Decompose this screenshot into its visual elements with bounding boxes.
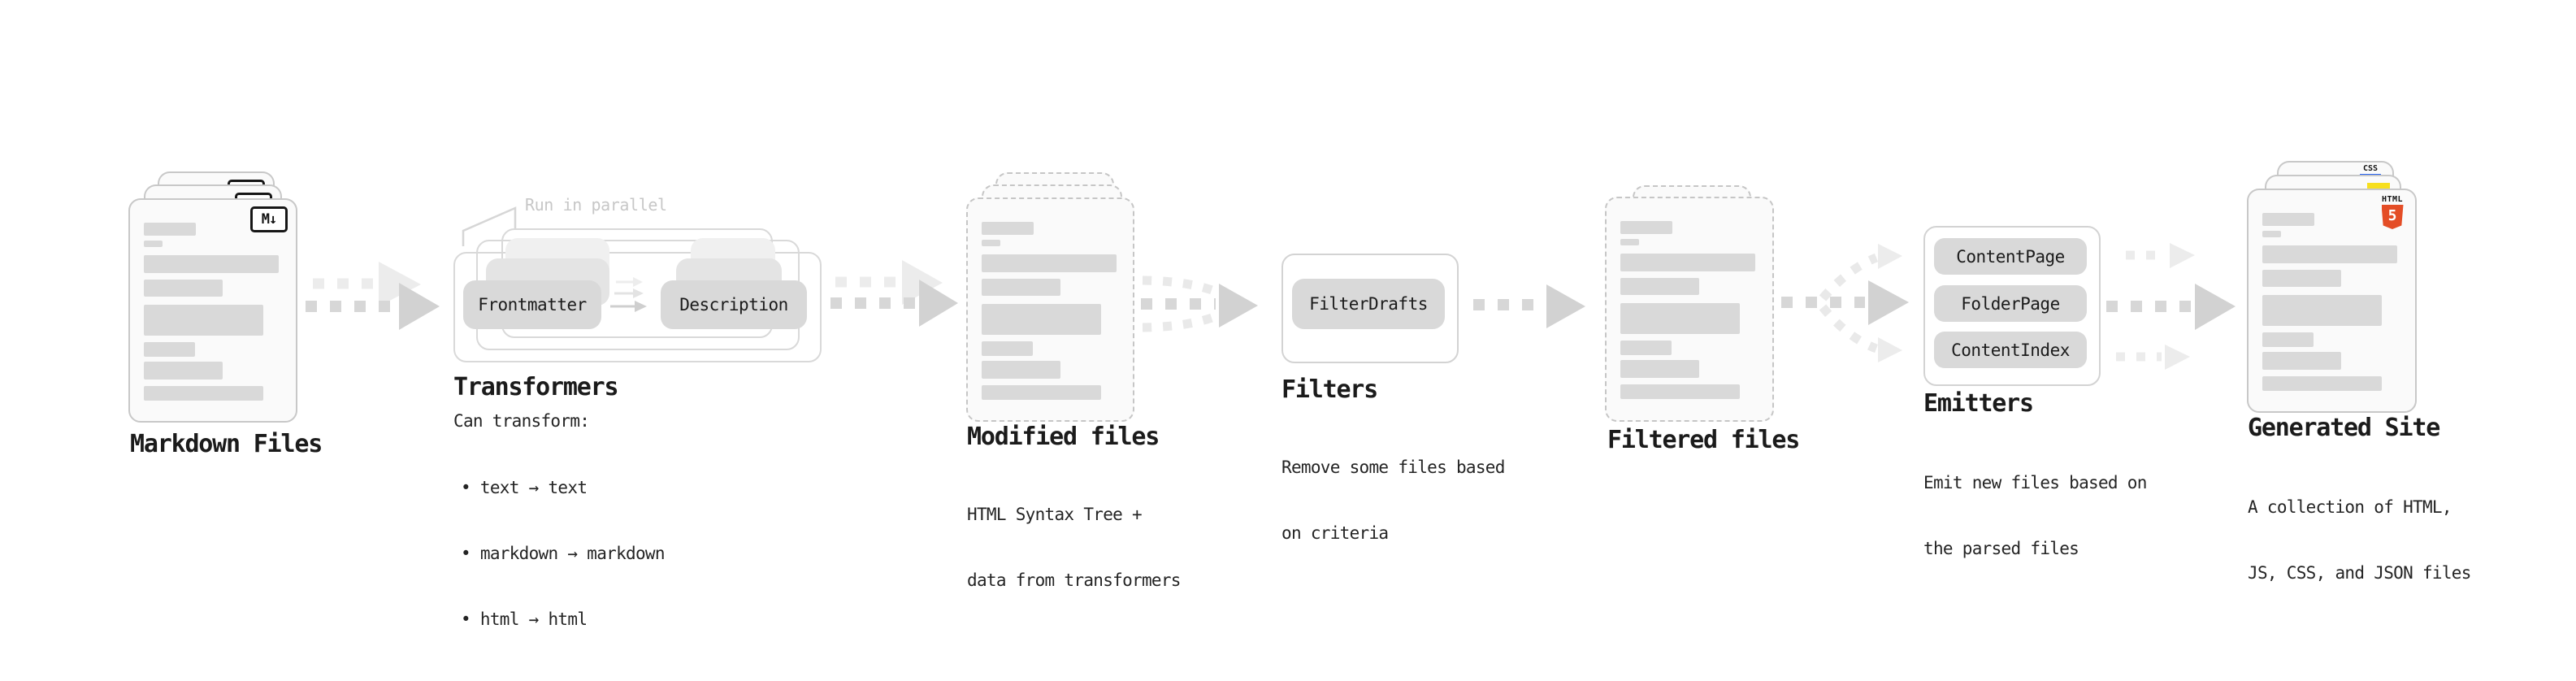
filterdrafts-pill: FilterDrafts: [1292, 279, 1445, 329]
placeholder-bar: [144, 255, 279, 273]
folderpage-pill: FolderPage: [1934, 285, 2087, 322]
transformer-layer-box-front: [453, 252, 822, 362]
stage-title-generated-site: Generated Site: [2248, 414, 2440, 442]
placeholder-bar: [2262, 270, 2341, 287]
bullet-item: • markdown → markdown: [461, 544, 666, 563]
arrow-filters-to-filtered: [1473, 284, 1585, 328]
placeholder-bar: [1620, 221, 1672, 234]
html5-icon: HTML 5: [2378, 195, 2407, 229]
placeholder-text-bars: [144, 223, 279, 401]
transformers-bullet-list: • text → text • markdown → markdown • ht…: [461, 433, 666, 653]
placeholder-bar: [2262, 352, 2341, 370]
placeholder-bar: [1620, 360, 1699, 378]
arrow-markdown-to-transformers: [306, 262, 440, 330]
description-line: data from transformers: [967, 570, 1181, 590]
placeholder-bar: [982, 254, 1117, 272]
description-line: A collection of HTML,: [2248, 497, 2452, 517]
placeholder-text-bars: [1620, 221, 1755, 399]
filtered-file-card-front: [1605, 197, 1774, 422]
placeholder-bar: [144, 386, 263, 401]
stage-title-transformers: Transformers: [453, 373, 619, 401]
generated-site-description: A collection of HTML, JS, CSS, and JSON …: [2248, 453, 2471, 606]
arrow-transformers-to-modified: [830, 260, 958, 327]
placeholder-bar: [144, 305, 263, 336]
placeholder-bar: [2262, 213, 2314, 226]
arrow-modified-to-filters: [1141, 275, 1258, 332]
description-line: HTML Syntax Tree +: [967, 505, 1143, 524]
bullet-item: • html → html: [461, 609, 588, 629]
stage-title-modified-files: Modified files: [967, 423, 1160, 451]
run-in-parallel-note: Run in parallel: [525, 195, 667, 215]
modified-files-description: HTML Syntax Tree + data from transformer…: [967, 460, 1181, 614]
description-line: Remove some files based: [1281, 458, 1505, 477]
description-line: Emit new files based on: [1923, 473, 2147, 492]
emitters-description: Emit new files based on the parsed files: [1923, 428, 2147, 582]
placeholder-bar: [982, 240, 1000, 246]
placeholder-bar: [144, 280, 223, 297]
contentpage-pill: ContentPage: [1934, 238, 2087, 275]
markdown-file-card-front: M↓: [128, 198, 297, 423]
placeholder-bar: [982, 279, 1060, 296]
placeholder-bar: [1620, 278, 1699, 295]
contentindex-pill: ContentIndex: [1934, 332, 2087, 368]
arrow-filtered-to-emitters: [1781, 244, 1909, 362]
transformer-internal-arrows: [610, 277, 647, 312]
placeholder-bar: [144, 223, 196, 236]
placeholder-bar: [144, 241, 163, 247]
placeholder-bar: [1620, 239, 1639, 245]
description-line: on criteria: [1281, 523, 1389, 543]
placeholder-text-bars: [2262, 213, 2397, 391]
bullet-item: • text → text: [461, 478, 588, 497]
filters-description: Remove some files based on criteria: [1281, 413, 1505, 566]
placeholder-bar: [982, 385, 1101, 400]
transformers-description: Can transform:: [453, 411, 590, 431]
placeholder-bar: [1620, 384, 1740, 399]
generated-site-card-front: HTML 5: [2247, 189, 2417, 413]
placeholder-bar: [2262, 376, 2382, 391]
placeholder-bar: [2262, 332, 2314, 347]
stage-title-filtered-files: Filtered files: [1607, 426, 1800, 454]
placeholder-bar: [982, 222, 1034, 235]
html5-icon-shield: 5: [2381, 205, 2404, 229]
placeholder-bar: [2262, 245, 2397, 263]
placeholder-bar: [1620, 340, 1672, 355]
stage-title-filters: Filters: [1281, 375, 1378, 404]
arrows-emitters-to-generated: [2106, 243, 2236, 370]
description-line: the parsed files: [1923, 539, 2079, 558]
html5-icon-label: HTML: [2381, 195, 2404, 204]
placeholder-bar: [982, 304, 1101, 335]
description-line: JS, CSS, and JSON files: [2248, 563, 2471, 583]
placeholder-bar: [2262, 295, 2382, 326]
run-in-parallel-callout-line: [462, 206, 517, 246]
placeholder-bar: [144, 342, 195, 357]
placeholder-bar: [1620, 254, 1755, 271]
placeholder-bar: [982, 341, 1033, 356]
placeholder-bar: [1620, 303, 1740, 334]
modified-file-card-front: [966, 197, 1134, 422]
placeholder-bar: [144, 362, 223, 380]
markdown-icon: M↓: [250, 206, 288, 232]
placeholder-bar: [2262, 231, 2281, 237]
css-icon-label: CSS: [2362, 164, 2379, 173]
description-pill: Description: [661, 280, 807, 329]
placeholder-bar: [982, 361, 1060, 379]
placeholder-text-bars: [982, 222, 1117, 400]
stage-title-emitters: Emitters: [1923, 389, 2034, 418]
frontmatter-pill: Frontmatter: [463, 280, 601, 329]
stage-title-markdown-files: Markdown Files: [130, 430, 323, 458]
